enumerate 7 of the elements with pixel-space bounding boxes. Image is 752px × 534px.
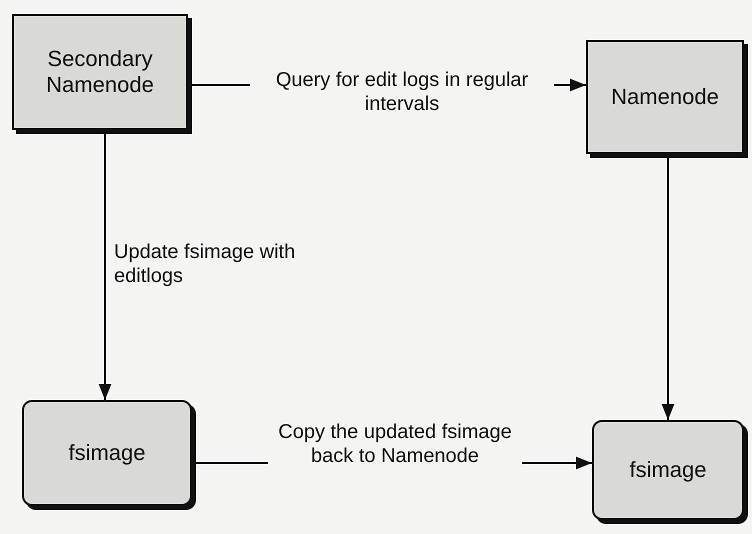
node-label: Namenode xyxy=(611,84,719,110)
arrow xyxy=(662,158,674,420)
edge-label: Update fsimage with editlogs xyxy=(113,240,296,288)
node-label: Secondary Namenode xyxy=(45,46,155,98)
node-label: fsimage xyxy=(68,440,146,466)
arrow xyxy=(98,134,112,400)
node-label: fsimage xyxy=(629,456,707,484)
